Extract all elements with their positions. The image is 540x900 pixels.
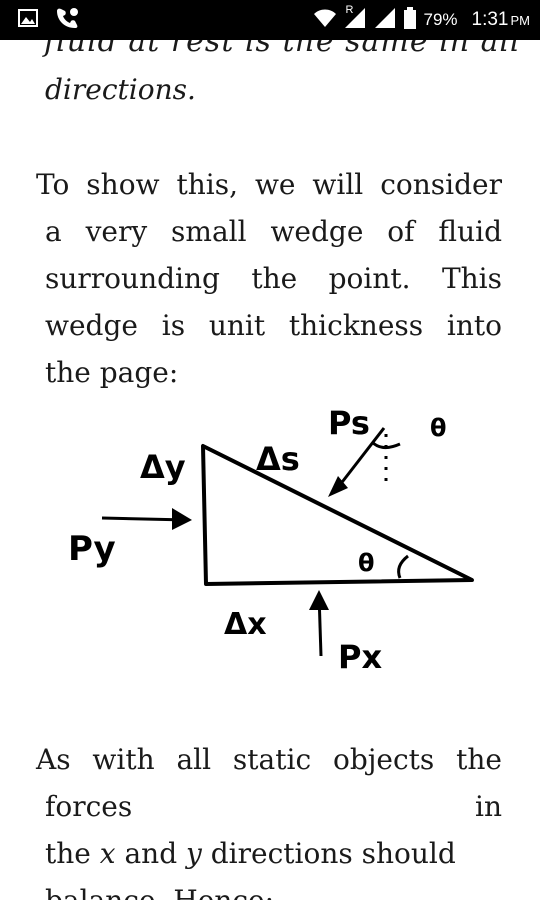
wedge-diagram: θ Py Px Ps θ Δy Δs Δx (60, 398, 500, 698)
word-forces: forces (45, 790, 133, 823)
ps-label: Ps (328, 404, 370, 442)
math-variable-y: y (186, 837, 202, 870)
text-fragment: directions should (201, 837, 456, 870)
voicemail-icon (54, 7, 80, 34)
px-label: Px (338, 638, 382, 676)
dx-label: Δx (224, 607, 267, 642)
signal-icon (373, 7, 397, 34)
image-icon (18, 8, 38, 33)
math-variable-x: x (99, 837, 116, 870)
px-arrow-head (309, 590, 329, 610)
angle-arc (397, 554, 409, 579)
text-fragment: the (45, 837, 100, 870)
dy-label: Δy (140, 448, 186, 486)
paragraph-line: a very small wedge of fluid (45, 215, 502, 248)
paragraph-line: As with all static objects the (36, 743, 502, 776)
theta-label-outside: θ (430, 414, 447, 442)
wedge-diagram-svg: θ Py Px Ps θ Δy Δs Δx (68, 404, 474, 676)
battery-percent: 79% (423, 10, 458, 29)
ps-arrow-head (328, 476, 348, 497)
battery-icon (403, 6, 417, 34)
word-in: in (475, 790, 502, 823)
paragraph-line: forces in (45, 787, 502, 827)
roaming-indicator: R (345, 3, 354, 16)
clock-ampm: PM (510, 13, 531, 28)
py-arrow-head (172, 508, 192, 530)
ds-label: Δs (256, 440, 300, 478)
italic-text-line: directions. (45, 73, 196, 106)
signal-icon: R (343, 3, 367, 34)
py-label: Py (68, 529, 116, 569)
clipped-text-line: balance. Hence: (45, 881, 502, 900)
wifi-icon (313, 8, 337, 33)
paragraph-line: wedge is unit thickness into (45, 309, 502, 342)
paragraph-line: surrounding the point. This (45, 262, 502, 295)
paragraph-line: To show this, we will consider (36, 168, 502, 201)
wedge-triangle (201, 444, 474, 586)
clock-time: 1:31 (471, 9, 509, 30)
theta-label-inside: θ (358, 549, 375, 577)
text-fragment: and (115, 837, 187, 870)
paragraph-line: the x and y directions should (45, 834, 502, 874)
status-left-icons (18, 7, 80, 34)
paragraph-line: the page: (45, 356, 179, 389)
outside-angle-arc (370, 440, 401, 449)
ps-arrow-line (334, 427, 386, 491)
